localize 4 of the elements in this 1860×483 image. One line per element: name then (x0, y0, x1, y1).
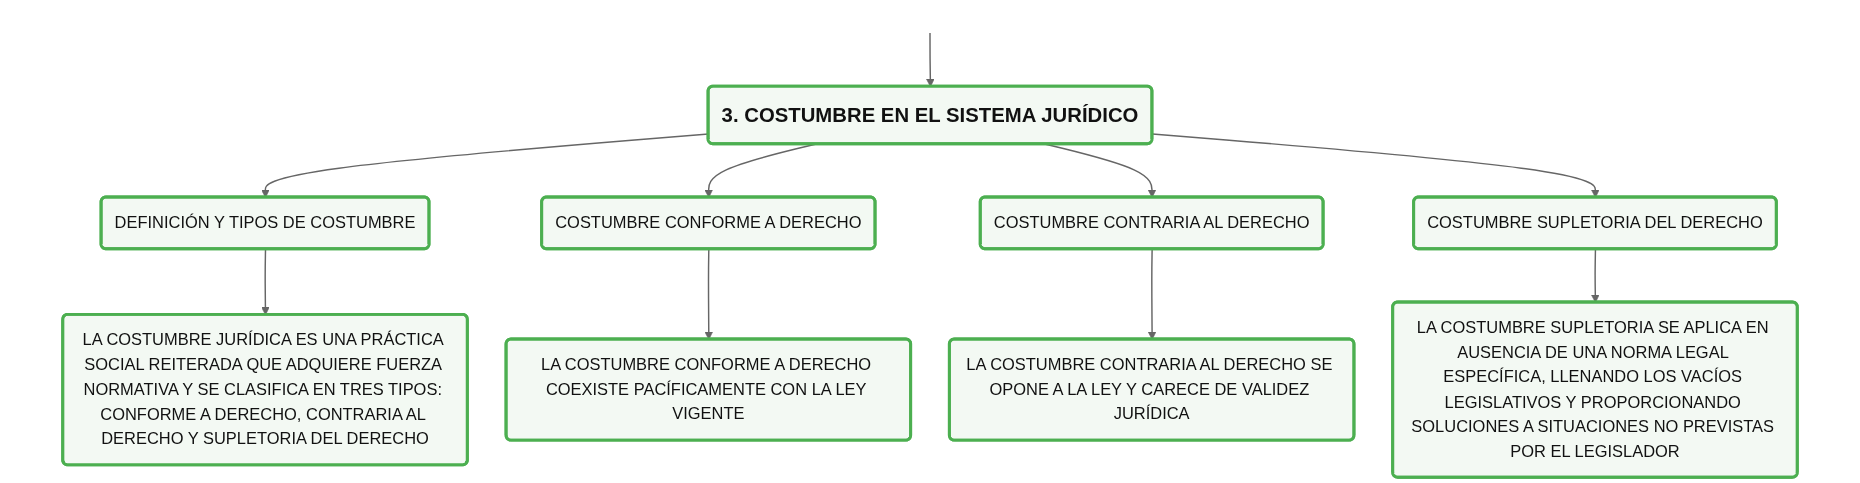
arrow (1147, 248, 1157, 340)
arrow (926, 32, 935, 87)
arrow (1591, 248, 1600, 303)
arrow (704, 248, 714, 340)
